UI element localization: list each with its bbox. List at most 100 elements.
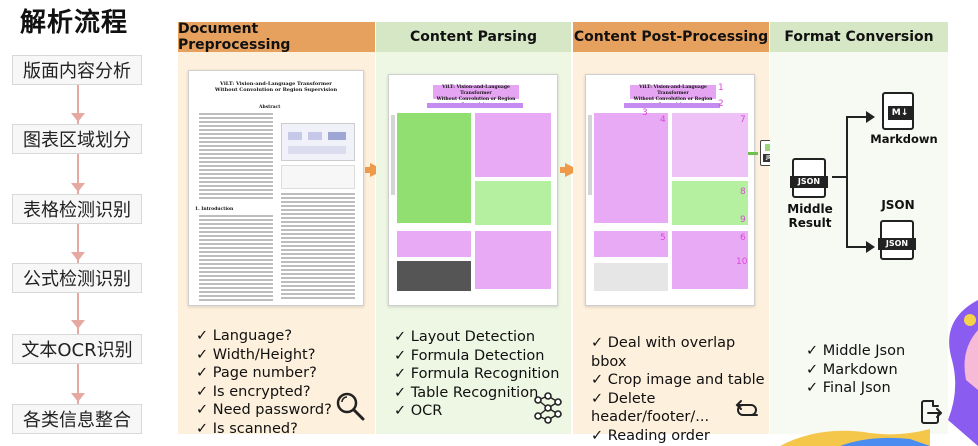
- doc-text-line: [281, 285, 355, 287]
- list-item: OCR: [394, 402, 559, 421]
- doc-text-line: [281, 297, 355, 299]
- doc-text-line: [199, 173, 273, 175]
- doc-text-line: [281, 205, 355, 207]
- doc-text-line: [281, 289, 355, 291]
- panel-header: Format Conversion: [770, 22, 948, 52]
- branch-line: [846, 246, 868, 248]
- flow-arrow: [365, 167, 371, 173]
- doc-text-line: [199, 283, 273, 285]
- doc-text-line: [199, 295, 273, 297]
- step-arrow: [71, 183, 85, 192]
- list-item: Final Json: [806, 379, 905, 398]
- doc-text-line: [199, 275, 273, 277]
- branch-arrow: [866, 241, 875, 253]
- doc-text-line: [281, 273, 355, 275]
- list-item: Markdown: [806, 361, 905, 380]
- list-item: Is encrypted?: [196, 383, 332, 402]
- doc-text-line: [281, 245, 355, 247]
- page-title: 解析流程: [20, 8, 129, 38]
- doc-title-line: ViLT: Vision-and-Language Transformer: [639, 85, 707, 96]
- step-layout-analysis: 版面内容分析: [12, 55, 142, 85]
- markdown-file-icon: M↓: [882, 92, 914, 130]
- step-text-ocr: 文本OCR识别: [12, 334, 142, 364]
- title-box: [433, 85, 519, 99]
- doc-title-line: ViLT: Vision-and-Language Transformer: [220, 81, 332, 87]
- caption-box: [475, 181, 551, 225]
- list-item: Middle Json: [806, 342, 905, 361]
- doc-text-line: [199, 137, 273, 139]
- doc-text-line: [199, 247, 273, 249]
- doc-text-line: [281, 249, 355, 251]
- doc-text-line: [199, 239, 273, 241]
- footnote-box: [397, 261, 471, 291]
- branch-line: [846, 116, 868, 118]
- branch-line: [846, 116, 848, 248]
- doc-text-line: [199, 235, 273, 237]
- panel-header: Content Parsing: [376, 22, 571, 52]
- panel-format-conversion: Format Conversion JSON Middle Result M↓ …: [770, 22, 948, 434]
- panel-header: Document Preprocessing: [178, 21, 375, 53]
- panel-content-parsing: Content Parsing ViLT: Vision-and-Languag…: [376, 22, 571, 434]
- order-number: 1: [718, 83, 724, 93]
- doc-text-line: [281, 265, 355, 267]
- doc-text-line: [281, 233, 355, 235]
- figure-box: [672, 113, 748, 177]
- doc-section-heading: 1. Introduction: [195, 207, 234, 212]
- middle-result-label: Middle Result: [787, 202, 833, 230]
- list-item: Formula Recognition: [394, 365, 560, 384]
- doc-text-line: [199, 153, 273, 155]
- list-item: Page number?: [196, 364, 332, 383]
- doc-text-line: [199, 299, 273, 301]
- doc-text-line: [199, 227, 273, 229]
- doc-section-heading: Abstract: [259, 105, 281, 110]
- list-item: Width/Height?: [196, 346, 332, 365]
- list-item: Reading order: [591, 427, 769, 446]
- doc-text-line: [199, 145, 273, 147]
- doc-text-line: [199, 189, 273, 191]
- list-item: Deal with overlap bbox: [591, 334, 769, 371]
- branch-arrow: [866, 111, 875, 123]
- list-item: Table Recognition: [394, 384, 559, 403]
- doc-text-line: [199, 161, 273, 163]
- conversion-checklist: Middle Json Markdown Final Json: [806, 342, 905, 398]
- doc-text-line: [199, 129, 273, 131]
- order-number: 7: [740, 115, 746, 125]
- doc-text-line: [199, 117, 273, 119]
- doc-text-line: [281, 293, 355, 295]
- title-box: [630, 85, 716, 99]
- doc-text-line: [199, 271, 273, 273]
- text-block-box: [475, 231, 551, 289]
- list-item: Language?: [196, 327, 332, 346]
- margin-box: [391, 115, 395, 195]
- doc-text-line: [199, 215, 273, 217]
- neural-network-icon: [534, 392, 562, 424]
- document-page: ViLT: Vision-and-Language Transformer Wi…: [188, 70, 364, 306]
- doc-text-line: [199, 259, 273, 261]
- export-icon: [921, 400, 942, 424]
- post-processing-checklist: Deal with overlap bbox Crop image and ta…: [591, 334, 769, 445]
- doc-text-line: [199, 177, 273, 179]
- decorative-character-art: [948, 300, 978, 446]
- doc-text-line: [199, 141, 273, 143]
- decorative-bottom-art: [780, 429, 930, 446]
- doc-text-line: [199, 251, 273, 253]
- doc-text-line: [199, 157, 273, 159]
- doc-text-line: [199, 223, 273, 225]
- doc-title-line: ViLT: Vision-and-Language Transformer: [442, 85, 510, 96]
- step-table-recognition: 表格检测识别: [12, 194, 142, 224]
- doc-text-line: [199, 125, 273, 127]
- json-file-icon: JSON: [790, 158, 828, 198]
- branch-line: [832, 176, 846, 178]
- doc-text-line: [281, 281, 355, 283]
- step-arrow: [71, 252, 85, 261]
- doc-text-line: [199, 263, 273, 265]
- doc-text-line: [281, 201, 355, 203]
- panel-document-preprocessing: Document Preprocessing ViLT: Vision-and-…: [178, 21, 375, 437]
- json-label: JSON: [881, 198, 915, 212]
- doc-figure: [281, 123, 355, 161]
- doc-text-line: [281, 257, 355, 259]
- flow-arrow: [560, 167, 566, 173]
- text-block-box: [397, 113, 471, 223]
- step-figure-region: 图表区域划分: [12, 124, 142, 154]
- doc-text-line: [281, 237, 355, 239]
